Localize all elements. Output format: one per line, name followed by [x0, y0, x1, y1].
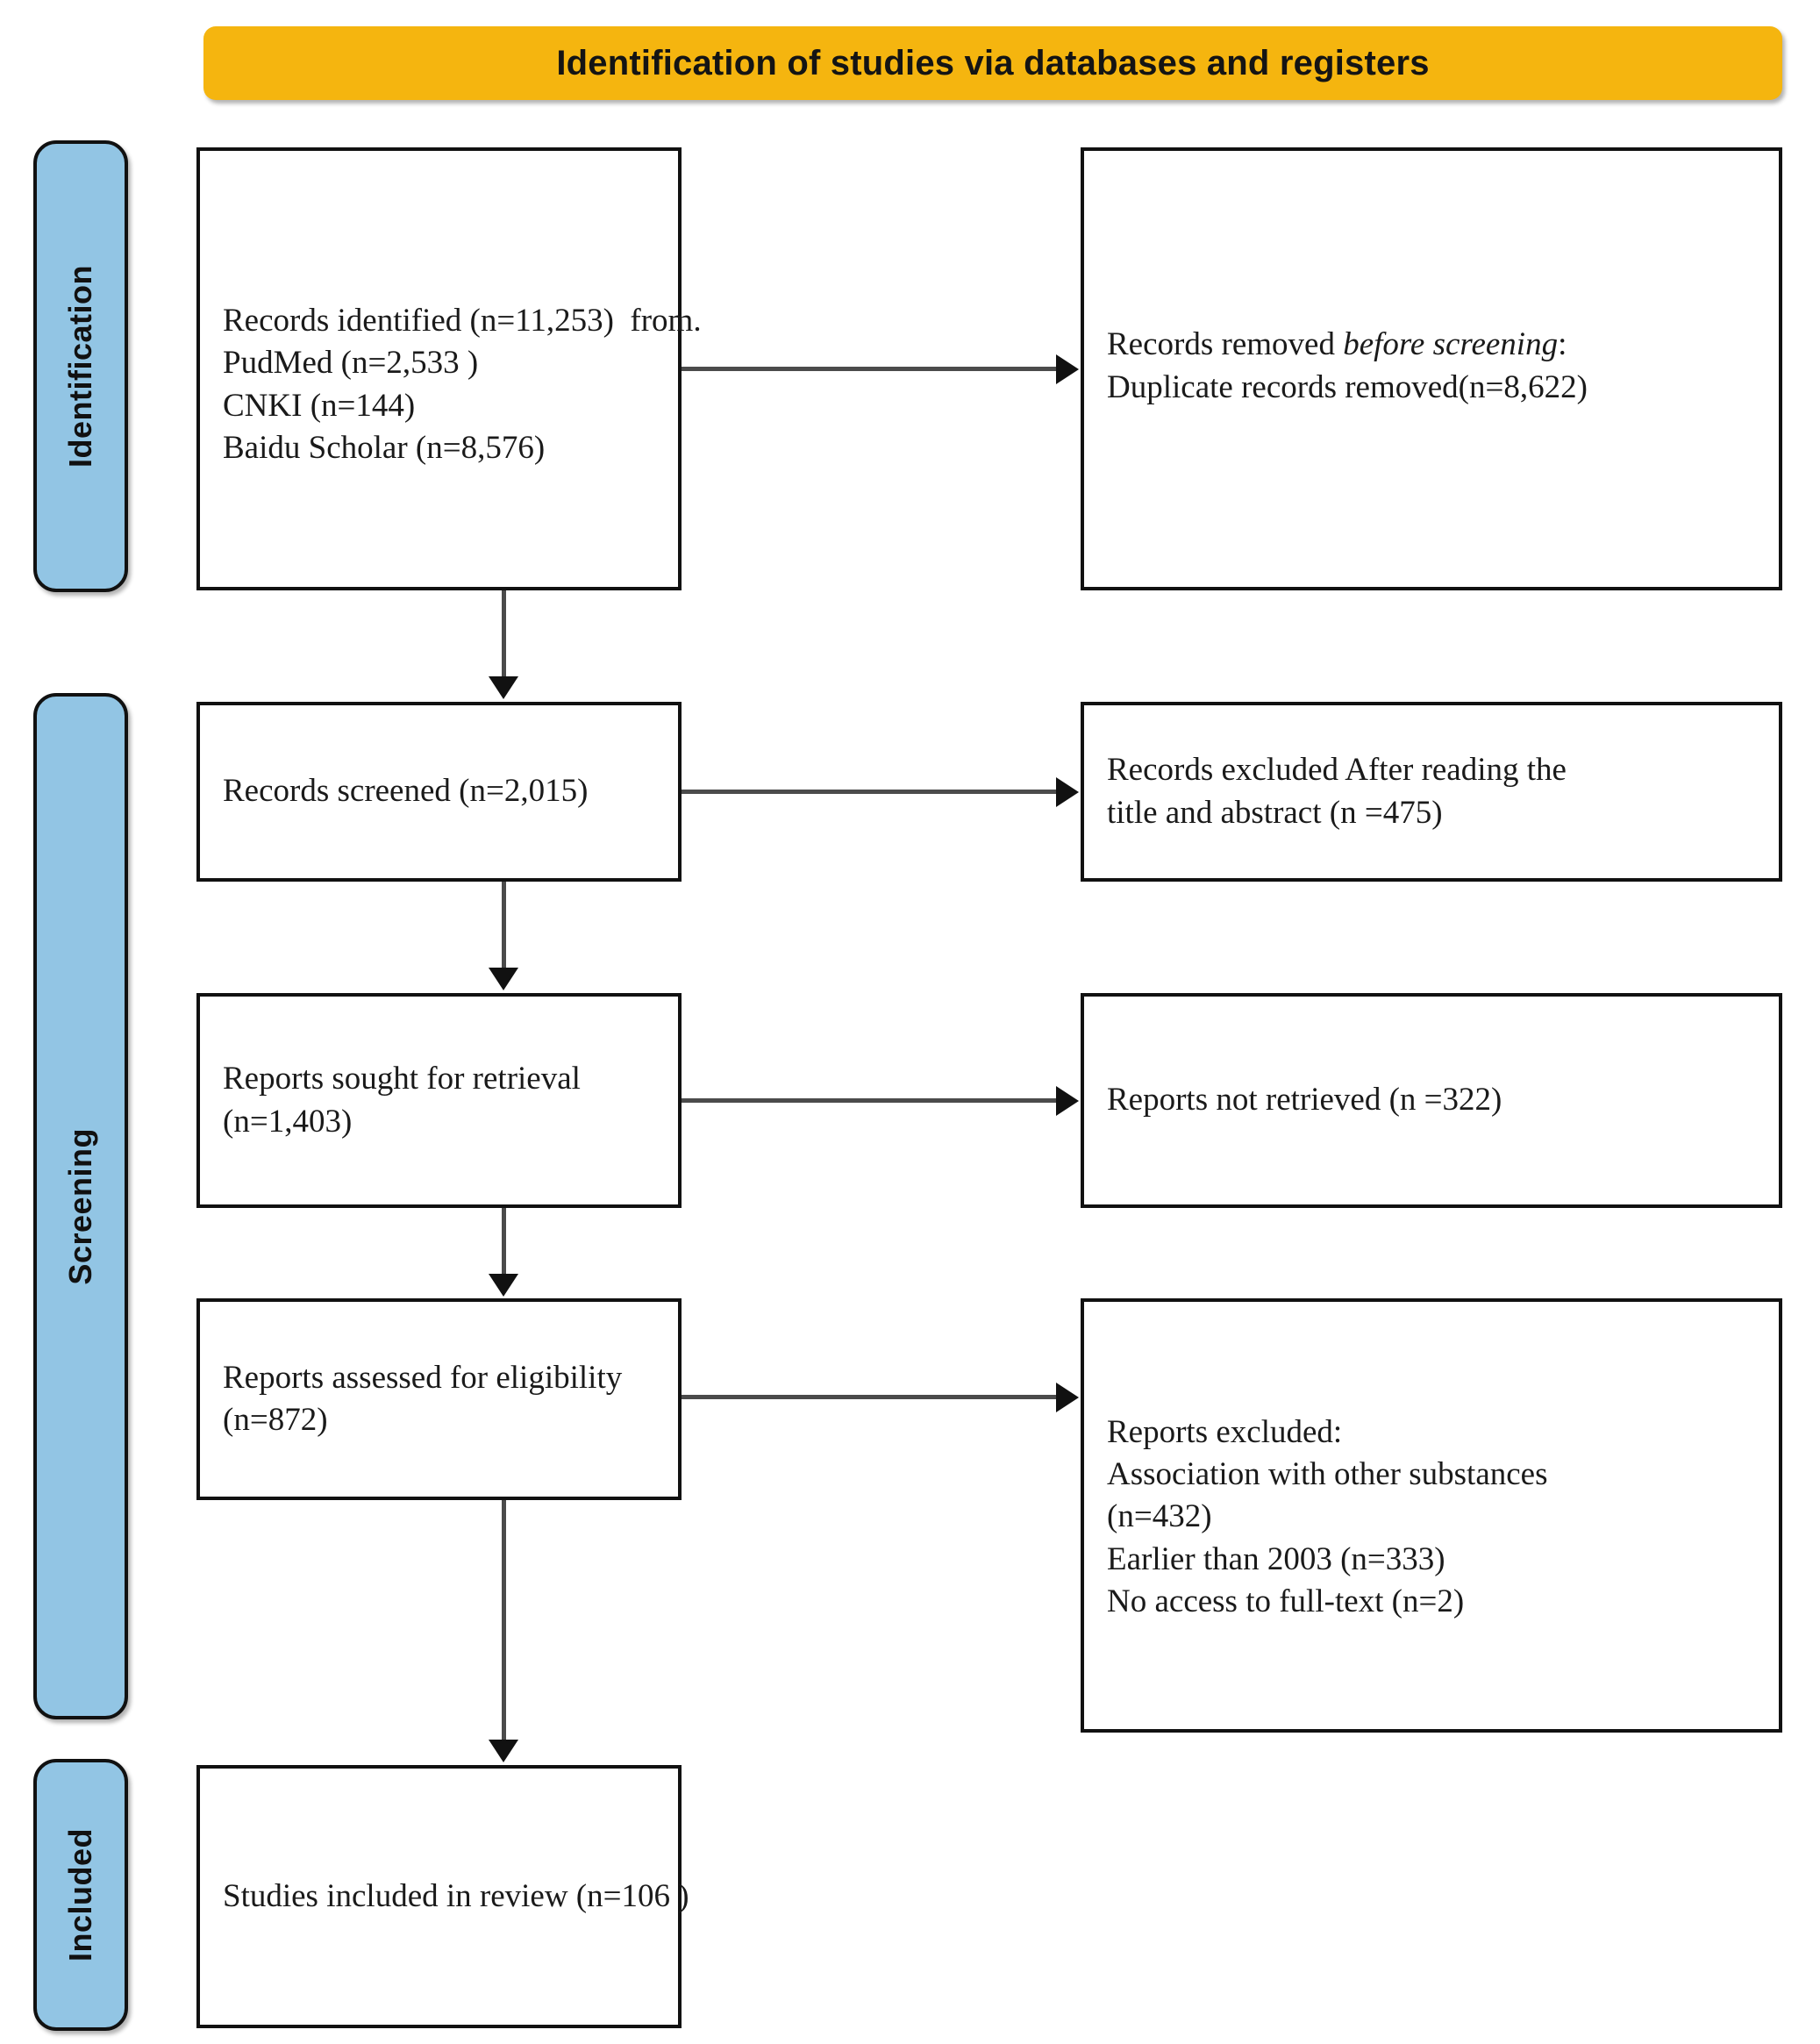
reports-not-retrieved-value: Reports not retrieved (n =322): [1107, 1082, 1502, 1118]
connector-assessed-to-reports-excluded: [682, 1395, 1059, 1399]
records-identified-cnki: CNKI (n=144): [223, 387, 416, 424]
reports-excluded-heading: Reports excluded:: [1107, 1414, 1343, 1451]
box-reports-assessed: Reports assessed for eligibility (n=872): [196, 1298, 682, 1500]
connector-identified-to-screened: [502, 590, 506, 678]
connector-assessed-to-included: [502, 1500, 506, 1741]
box-studies-included: Studies included in review (n=106 ): [196, 1765, 689, 2028]
box-records-screened: Records screened (n=2,015): [196, 702, 682, 882]
records-screened-value: Records screened (n=2,015): [223, 773, 589, 810]
box-records-excluded-title-abstract: Records excluded After reading the title…: [1081, 702, 1782, 882]
reports-excluded-reason-1: Association with other substances: [1107, 1456, 1548, 1493]
diagram-title: Identification of studies via databases …: [556, 43, 1430, 82]
stage-tab-screening: Screening: [33, 693, 128, 1719]
studies-included-value: Studies included in review (n=106 ): [223, 1877, 689, 1914]
reports-sought-line-1: Reports sought for retrieval: [223, 1061, 581, 1097]
arrowhead-screened-to-excluded: [1056, 777, 1079, 807]
reports-excluded-reason-1-count: (n=432): [1107, 1498, 1212, 1535]
records-removed-heading: Records removed before screening:: [1107, 324, 1756, 366]
records-identified-pubmed: PudMed (n=2,533 ): [223, 345, 479, 382]
stage-tab-screening-label: Screening: [62, 1127, 98, 1285]
connector-screened-to-sought: [502, 882, 506, 969]
records-removed-prefix: Records removed: [1107, 326, 1344, 363]
reports-assessed-line-1: Reports assessed for eligibility: [223, 1359, 623, 1396]
records-excluded-line-2: title and abstract (n =475): [1107, 794, 1443, 831]
duplicate-records-removed: Duplicate records removed(n=8,622): [1107, 368, 1588, 405]
reports-sought-line-2: (n=1,403): [223, 1103, 353, 1140]
stage-tab-identification: Identification: [33, 140, 128, 592]
arrowhead-assessed-to-reports-excluded: [1056, 1383, 1079, 1412]
connector-sought-to-assessed: [502, 1208, 506, 1276]
connector-screened-to-excluded: [682, 790, 1059, 794]
reports-excluded-reason-2: Earlier than 2003 (n=333): [1107, 1540, 1445, 1577]
records-excluded-line-1: Records excluded After reading the: [1107, 752, 1567, 789]
reports-assessed-line-2: (n=872): [223, 1402, 328, 1438]
arrowhead-sought-to-assessed: [489, 1274, 518, 1297]
box-reports-sought: Reports sought for retrieval (n=1,403): [196, 993, 682, 1208]
box-reports-excluded: Reports excluded: Association with other…: [1081, 1298, 1782, 1733]
records-identified-total: Records identified (n=11,253) from.: [223, 303, 702, 339]
box-reports-not-retrieved: Reports not retrieved (n =322): [1081, 993, 1782, 1208]
arrowhead-screened-to-sought: [489, 968, 518, 990]
diagram-header-banner: Identification of studies via databases …: [203, 26, 1782, 100]
records-identified-baidu: Baidu Scholar (n=8,576): [223, 429, 546, 466]
arrowhead-assessed-to-included: [489, 1740, 518, 1762]
arrowhead-sought-to-not-retrieved: [1056, 1086, 1079, 1116]
box-records-identified: Records identified (n=11,253) from. PudM…: [196, 147, 702, 590]
connector-identified-to-removed: [682, 367, 1059, 371]
arrowhead-identified-to-removed: [1056, 354, 1079, 384]
records-removed-suffix: :: [1558, 326, 1567, 363]
box-records-removed: Records removed before screening: Duplic…: [1081, 147, 1782, 590]
reports-excluded-reason-3: No access to full-text (n=2): [1107, 1583, 1465, 1619]
stage-tab-included: Included: [33, 1759, 128, 2031]
records-removed-emphasis: before screening: [1343, 326, 1559, 363]
stage-tab-included-label: Included: [62, 1827, 98, 1962]
stage-tab-identification-label: Identification: [62, 265, 98, 468]
connector-sought-to-not-retrieved: [682, 1098, 1059, 1103]
arrowhead-identified-to-screened: [489, 676, 518, 699]
